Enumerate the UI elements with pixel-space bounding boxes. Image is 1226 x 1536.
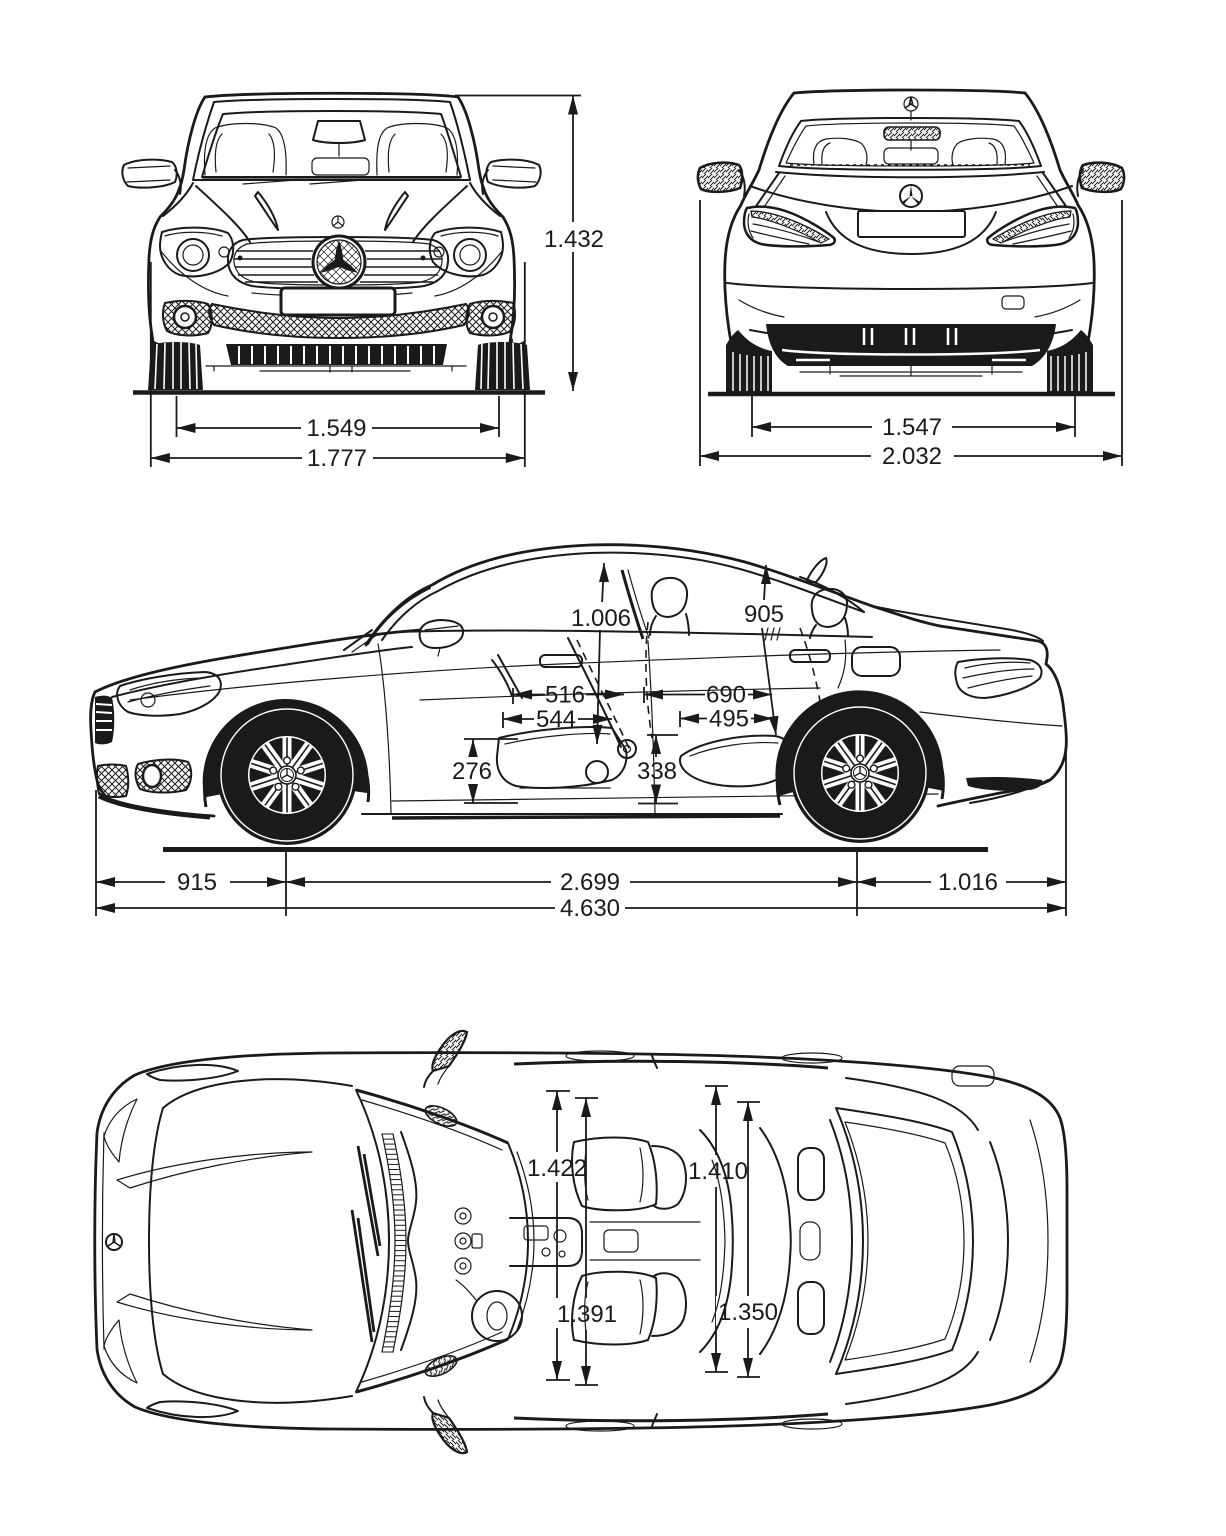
svg-text:1.016: 1.016	[938, 869, 998, 896]
svg-text:1.547: 1.547	[882, 414, 942, 441]
svg-text:495: 495	[709, 706, 749, 733]
svg-text:2.032: 2.032	[882, 443, 942, 470]
svg-text:276: 276	[452, 758, 492, 785]
svg-text:1.549: 1.549	[306, 415, 366, 442]
svg-text:338: 338	[637, 758, 677, 785]
svg-text:1.006: 1.006	[571, 605, 631, 632]
svg-text:915: 915	[177, 869, 217, 896]
svg-text:1.422: 1.422	[527, 1155, 587, 1182]
svg-text:1.350: 1.350	[718, 1299, 778, 1326]
svg-text:1.391: 1.391	[557, 1301, 617, 1328]
svg-text:690: 690	[706, 682, 746, 709]
svg-text:1.432: 1.432	[544, 226, 604, 253]
svg-text:2.699: 2.699	[560, 869, 620, 896]
svg-text:905: 905	[744, 601, 784, 628]
svg-text:1.777: 1.777	[307, 445, 367, 472]
svg-text:4.630: 4.630	[560, 895, 620, 922]
